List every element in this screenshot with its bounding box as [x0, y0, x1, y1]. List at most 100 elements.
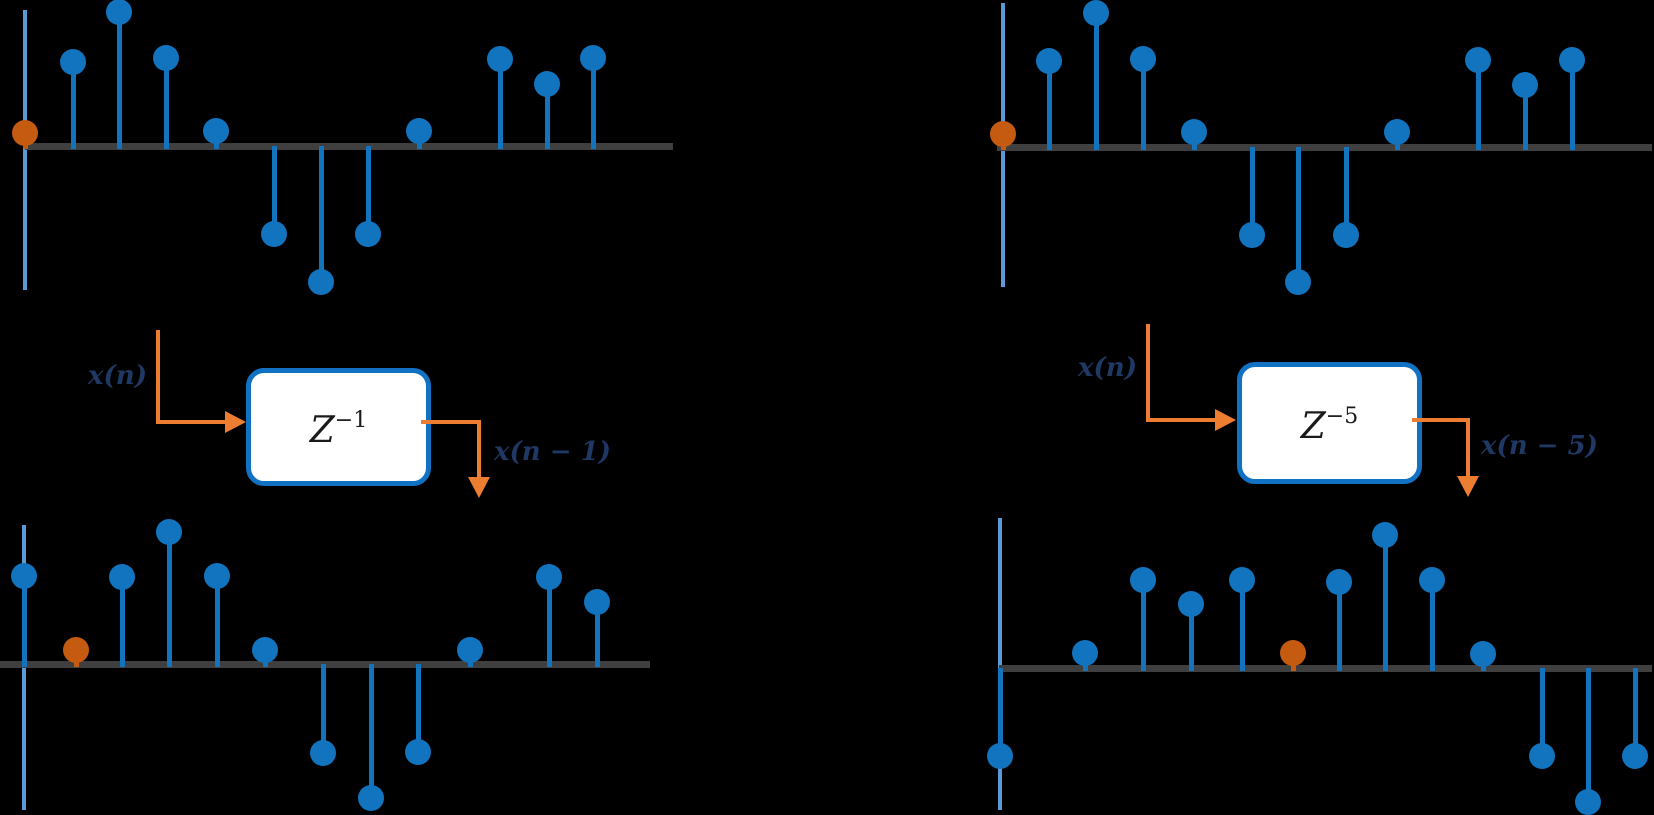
sample-marker — [1130, 566, 1156, 593]
stem-line — [1189, 604, 1194, 671]
output-signal-label-left: x(n − 1) — [494, 437, 611, 467]
sample-marker — [358, 785, 384, 812]
sample-marker — [1419, 566, 1445, 593]
input-signal-label-right: x(n) — [1078, 353, 1138, 383]
delay-operator-label: Z−1 — [309, 408, 368, 451]
sample-marker — [1036, 47, 1062, 74]
sample-marker — [1512, 71, 1538, 98]
sample-marker — [457, 636, 483, 663]
input-arrow-vertical-right — [1146, 324, 1150, 422]
stem-line — [369, 664, 374, 799]
sample-marker — [1529, 743, 1555, 770]
output-arrow-horizontal-right — [1412, 418, 1470, 422]
stem-line — [1094, 12, 1099, 150]
stem-line — [1047, 60, 1052, 150]
delay-operator-box-z-1: Z−1 — [246, 368, 431, 486]
sample-marker — [1575, 789, 1601, 815]
sample-marker — [580, 44, 606, 71]
stem-line — [416, 664, 421, 753]
sample-marker — [1130, 45, 1156, 72]
sample-marker — [261, 221, 287, 248]
stem-line — [1296, 147, 1301, 282]
sample-marker — [252, 636, 278, 663]
stem-line — [1586, 668, 1591, 803]
sample-marker — [1470, 640, 1496, 667]
sample-marker — [1622, 743, 1648, 770]
stem-line — [120, 577, 125, 667]
stem-line — [164, 57, 169, 149]
sample-marker — [1083, 0, 1109, 26]
sample-marker — [203, 117, 229, 144]
stem-line — [1344, 147, 1349, 236]
input-arrowhead-icon-right — [1215, 409, 1236, 431]
stem-line — [366, 146, 371, 235]
sample-marker — [1372, 522, 1398, 549]
sample-marker — [406, 117, 432, 144]
stem-line — [71, 61, 76, 149]
stem-line — [1540, 668, 1545, 757]
stem-line — [1250, 147, 1255, 236]
input-arrow-horizontal-right — [1146, 418, 1216, 422]
vertical-axis-line — [23, 10, 27, 290]
stem-line — [1633, 668, 1638, 757]
sample-marker — [153, 44, 179, 71]
sample-marker — [1072, 639, 1098, 666]
output-arrow-vertical-left — [477, 420, 481, 478]
stem-line — [1141, 579, 1146, 671]
output-arrow-vertical-right — [1466, 418, 1470, 477]
horizontal-axis-line — [999, 665, 1652, 672]
horizontal-axis-line — [25, 143, 673, 150]
input-arrowhead-icon-left — [225, 411, 246, 433]
sample-marker — [1333, 222, 1359, 249]
stem-line — [595, 601, 600, 667]
sample-marker — [109, 564, 135, 591]
stem-line — [545, 83, 550, 149]
sample-marker — [1178, 591, 1204, 618]
sample-marker — [1239, 222, 1265, 249]
sample-marker — [60, 48, 86, 75]
stem-line — [215, 575, 220, 667]
stem-line — [1337, 581, 1342, 671]
sample-marker-orange — [990, 120, 1016, 147]
stem-line — [547, 577, 552, 667]
sample-marker — [1285, 268, 1311, 295]
sample-marker — [106, 0, 132, 25]
sample-marker — [534, 70, 560, 97]
sample-marker — [487, 46, 513, 73]
sample-marker — [11, 562, 37, 589]
sample-marker — [204, 562, 230, 589]
stem-line — [319, 146, 324, 282]
stem-line — [1141, 58, 1146, 150]
input-arrow-horizontal-left — [156, 420, 226, 424]
output-arrowhead-icon-right — [1457, 476, 1479, 497]
stem-line — [1523, 84, 1528, 150]
delay-operator-label: Z−5 — [1300, 404, 1359, 447]
output-arrowhead-icon-left — [468, 477, 490, 498]
sample-marker — [156, 518, 182, 545]
sample-marker — [584, 588, 610, 615]
input-arrow-vertical-left — [156, 330, 160, 424]
output-arrow-horizontal-left — [421, 420, 481, 424]
stem-line — [272, 146, 277, 235]
sample-marker — [1384, 118, 1410, 145]
stem-line — [117, 11, 122, 149]
sample-marker-orange — [1280, 640, 1306, 667]
sample-marker — [1229, 566, 1255, 593]
sample-marker-orange — [12, 119, 38, 146]
sample-marker — [355, 221, 381, 248]
stem-line — [998, 668, 1003, 757]
vertical-axis-line — [998, 518, 1002, 810]
input-signal-label-left: x(n) — [88, 361, 148, 391]
sample-marker — [310, 739, 336, 766]
horizontal-axis-line — [997, 144, 1652, 151]
sample-marker — [1559, 46, 1585, 73]
stem-line — [1570, 59, 1575, 150]
stem-line — [498, 59, 503, 149]
stem-line — [1476, 60, 1481, 150]
stem-line — [1430, 579, 1435, 671]
output-signal-label-right: x(n − 5) — [1481, 431, 1598, 461]
